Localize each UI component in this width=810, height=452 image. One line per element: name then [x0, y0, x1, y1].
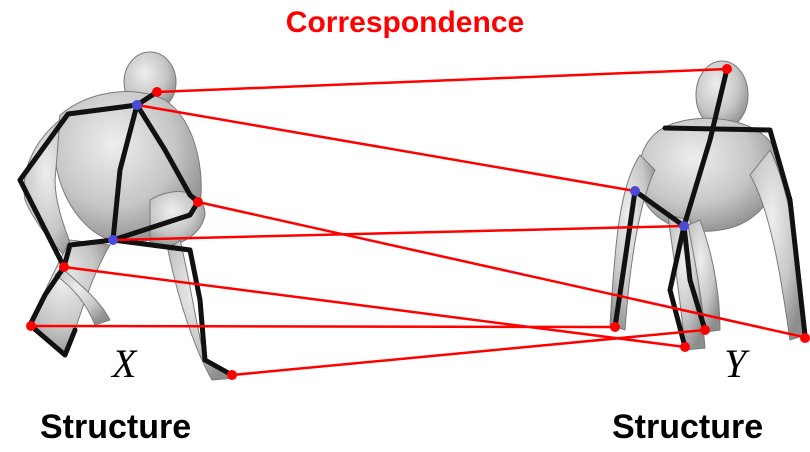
correspondence-line — [31, 326, 615, 327]
shape-y-caption: Structure — [612, 408, 763, 447]
correspondence-line — [157, 69, 727, 92]
joint-end — [800, 333, 810, 343]
shape-y-body — [610, 61, 805, 350]
joint-end — [680, 342, 690, 352]
shape-x-caption: Structure — [40, 408, 191, 447]
joint-end — [227, 370, 237, 380]
joint-inner — [132, 100, 142, 110]
shape-x-symbol: X — [112, 340, 136, 387]
joint-inner — [679, 221, 689, 231]
correspondence-line — [232, 330, 705, 375]
joint-end — [59, 262, 69, 272]
joint-end — [193, 197, 203, 207]
correspondence-line — [64, 267, 685, 347]
joint-inner — [108, 235, 118, 245]
joint-end — [26, 321, 36, 331]
joint-inner — [630, 186, 640, 196]
correspondence-line — [137, 105, 635, 191]
joint-end — [700, 325, 710, 335]
joint-end — [722, 64, 732, 74]
joint-end — [610, 322, 620, 332]
shape-y-symbol: Y — [724, 340, 746, 387]
joint-end — [152, 87, 162, 97]
